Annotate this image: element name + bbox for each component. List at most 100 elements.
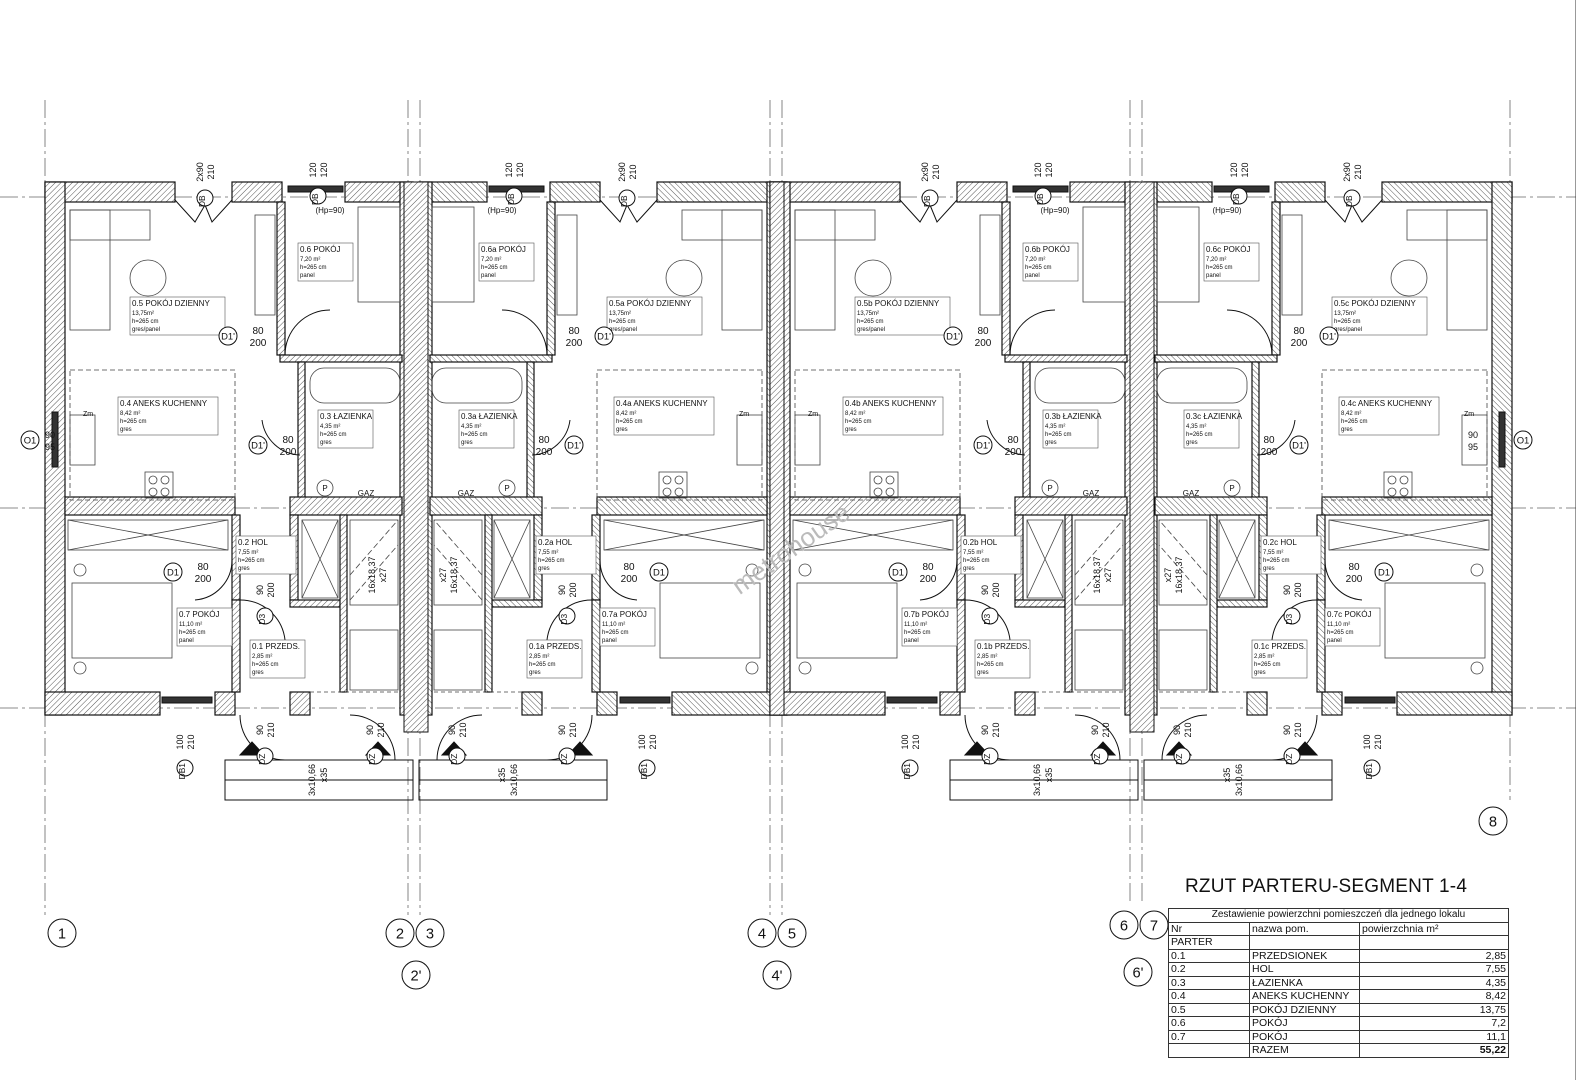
room-floor: panel <box>481 273 496 279</box>
section-label: PARTER <box>1168 935 1250 950</box>
door-tag-circle <box>1343 189 1361 207</box>
door-height: 200 <box>1346 574 1363 585</box>
room-name: 0.1 PRZEDS. <box>252 642 300 651</box>
cell-nr: 0.6 <box>1168 1016 1250 1031</box>
room-label-box <box>129 296 226 336</box>
room-floor: panel <box>602 638 617 644</box>
room-height: h=265 cm <box>1045 432 1072 438</box>
steps-note: 3x10,66 <box>1032 764 1042 796</box>
door-tag-circle <box>176 759 194 777</box>
room-label-box <box>974 639 1031 679</box>
door-width: 90 <box>255 725 265 735</box>
door-width: 120 <box>1033 162 1043 177</box>
door-width: 90 <box>1090 725 1100 735</box>
door-width: 120 <box>1229 162 1239 177</box>
door-tag-circle <box>1230 187 1248 205</box>
door-tag: DZ <box>1174 754 1184 765</box>
grid-axis-label-circle <box>1478 806 1508 836</box>
room-floor: gres <box>1045 440 1057 446</box>
room-name: 0.4b ANEKS KUCHENNY <box>845 399 937 408</box>
grid-axis-label: 8 <box>1489 815 1497 831</box>
door-tag: DZ <box>367 754 377 765</box>
door-tag-circle <box>1173 747 1191 765</box>
room-name: 0.5a POKÓJ DZIENNY <box>609 299 692 308</box>
cell-nr: 0.3 <box>1168 975 1250 990</box>
door-tag-circle <box>1374 562 1394 582</box>
room-name: 0.1b PRZEDS. <box>977 642 1029 651</box>
door-tag-circle <box>256 747 274 765</box>
gas-note: GAZ <box>458 489 475 498</box>
door-height: 210 <box>931 164 941 179</box>
door-width: 80 <box>623 562 635 573</box>
door-tag: D1' <box>221 332 235 343</box>
door-height: 200 <box>195 574 212 585</box>
total-label: RAZEM <box>1249 1043 1360 1058</box>
room-schedule-table: Zestawienie powierzchni pomieszczeń dla … <box>1168 908 1509 1058</box>
grid-axis-label: 1 <box>58 927 66 943</box>
room-area: 2,85 m² <box>1254 654 1274 660</box>
room-height: h=265 cm <box>1327 630 1354 636</box>
header-area: powierzchnia m² <box>1359 921 1509 936</box>
gas-note: GAZ <box>358 489 375 498</box>
door-height: 200 <box>1293 582 1303 597</box>
door-tag-circle <box>256 607 274 625</box>
grid-axis-label: 4' <box>772 969 783 985</box>
door-width: 80 <box>282 435 294 446</box>
room-area: 4,35 m² <box>461 424 481 430</box>
door-tag-circle <box>366 747 384 765</box>
room-name: 0.6c POKÓJ <box>1206 245 1250 254</box>
room-area: 11,10 m² <box>602 622 625 628</box>
door-tag: D1 <box>892 568 904 579</box>
door-height: 200 <box>975 338 992 349</box>
steps-note: 3x10,66 <box>509 764 519 796</box>
room-floor: gres <box>1186 440 1198 446</box>
cell-name: ŁAZIENKA <box>1249 975 1360 990</box>
room-height: h=265 cm <box>300 265 327 271</box>
door-height: 200 <box>266 582 276 597</box>
room-name: 0.2b HOL <box>963 538 998 547</box>
door-tag-circle <box>638 759 656 777</box>
room-floor: panel <box>904 638 919 644</box>
grid-axis-label-circle <box>47 918 77 948</box>
room-area: 2,85 m² <box>252 654 272 660</box>
door-tag-circle <box>1363 759 1381 777</box>
door-height: 200 <box>621 574 638 585</box>
room-floor: gres/panel <box>132 327 160 333</box>
door-height: 200 <box>250 338 267 349</box>
door-tag: D1' <box>1322 332 1336 343</box>
door-height: 200 <box>536 447 553 458</box>
door-tag-circle <box>558 747 576 765</box>
room-area: 7,20 m² <box>481 257 501 263</box>
room-floor: gres <box>538 566 550 572</box>
door-tag-circle <box>1283 747 1301 765</box>
room-floor: gres <box>120 427 132 433</box>
room-label-box <box>854 296 951 336</box>
room-area: 2,85 m² <box>529 654 549 660</box>
room-label-box <box>599 607 656 647</box>
room-height: h=265 cm <box>238 558 265 564</box>
room-label-box <box>1331 296 1428 336</box>
room-label-box <box>117 396 219 436</box>
door-tag: DB1 <box>902 763 912 780</box>
steps-note: 3x10,66 <box>1234 764 1244 796</box>
door-tag: DZ <box>449 754 459 765</box>
door-width: 80 <box>538 435 550 446</box>
door-width: 90 <box>447 725 457 735</box>
room-height: h=265 cm <box>1186 432 1213 438</box>
door-height: 210 <box>1293 722 1303 737</box>
room-label-box <box>535 535 597 575</box>
door-tag-circle <box>594 326 614 346</box>
door-height: 120 <box>515 162 525 177</box>
room-area: 7,20 m² <box>1206 257 1226 263</box>
door-tag: DB1 <box>177 763 187 780</box>
door-height: 210 <box>568 722 578 737</box>
room-floor: gres/panel <box>1334 327 1362 333</box>
meter-note: P <box>322 484 327 493</box>
room-floor: gres <box>1341 427 1353 433</box>
cell-area: 4,35 <box>1359 975 1509 990</box>
cell-area: 8,42 <box>1359 989 1509 1004</box>
door-height: 210 <box>628 164 638 179</box>
